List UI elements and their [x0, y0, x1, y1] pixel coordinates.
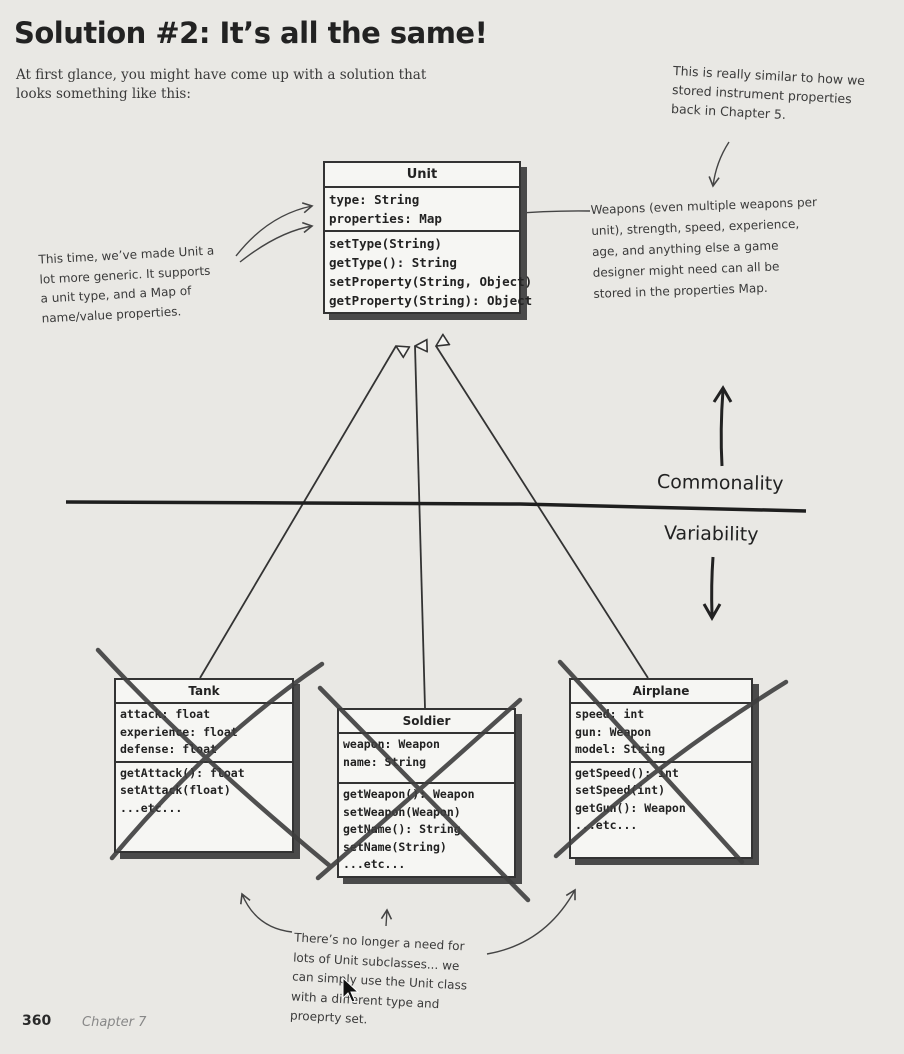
- airplane-method: getSpeed(): int: [575, 765, 679, 780]
- unit-method: setType(String): [329, 236, 442, 251]
- commonality-label: Commonality: [656, 470, 784, 496]
- airplane-method: ...etc...: [575, 818, 638, 832]
- unit-method: getType(): String: [329, 255, 457, 270]
- tank-method: ...etc...: [120, 800, 183, 815]
- tank-method: setAttack(float): [120, 783, 231, 797]
- airplane-class-name: Airplane: [571, 680, 751, 704]
- commonality-divider: [65, 500, 807, 513]
- annotation-arrow-left-1: [235, 202, 314, 257]
- airplane-attributes: speed: int gun: Weapon model: String: [571, 704, 751, 763]
- page-number: 360: [22, 1013, 52, 1029]
- airplane-class-box: Airplane speed: int gun: Weapon model: S…: [569, 678, 753, 859]
- annotation-arrow-bottom-mid: [380, 908, 393, 927]
- variability-arrow: [710, 556, 715, 616]
- unit-methods: setType(String) getType(): String setPro…: [325, 232, 533, 312]
- tank-attribute: defense: float: [120, 742, 217, 756]
- tank-class-box: Tank attack: float experience: float def…: [114, 678, 294, 853]
- soldier-method: setName(String): [343, 839, 447, 854]
- tank-class-name: Tank: [116, 680, 292, 704]
- tank-attribute: attack: float: [120, 707, 211, 721]
- unit-attributes: type: String properties: Map: [325, 188, 519, 232]
- intro-paragraph: At first glance, you might have come up …: [16, 67, 427, 102]
- tank-attributes: attack: float experience: float defense:…: [116, 704, 292, 763]
- airplane-attribute: gun: Weapon: [575, 724, 652, 739]
- unit-class-name: Unit: [325, 163, 519, 188]
- annotation-arrow-top: [708, 141, 730, 188]
- page-title: Solution #2: It’s all the same!: [14, 16, 488, 50]
- inherit-line-airplane: [436, 346, 649, 679]
- soldier-attributes: weapon: Weapon name: String: [339, 734, 514, 784]
- soldier-attribute: weapon: Weapon: [343, 737, 440, 751]
- inherit-line-tank: [199, 346, 396, 679]
- soldier-method: ...etc...: [343, 857, 406, 871]
- commonality-arrow: [719, 389, 725, 467]
- unit-method: getProperty(String): Object: [329, 293, 533, 308]
- soldier-class-name: Soldier: [339, 710, 514, 734]
- inherit-line-soldier: [415, 346, 425, 709]
- annotation-arrow-bottom-left: [240, 892, 293, 933]
- airplane-method: setSpeed(int): [575, 783, 666, 797]
- unit-attribute: properties: Map: [329, 211, 442, 226]
- unit-method: setProperty(String, Object): [329, 274, 533, 289]
- chapter-label: Chapter 7: [82, 1015, 147, 1030]
- tank-attribute: experience: float: [120, 724, 238, 739]
- soldier-attribute: name: String: [343, 754, 427, 769]
- soldier-method: getName(): String: [343, 822, 461, 836]
- soldier-method: getWeapon(): Weapon: [343, 787, 475, 801]
- annotation-arrow-bottom-right: [486, 888, 576, 955]
- unit-class-box: Unit type: String properties: Map setTyp…: [323, 161, 533, 314]
- annotation-arrow-left-2: [239, 221, 314, 263]
- airplane-method: getGun(): Weapon: [575, 800, 686, 815]
- unit-attribute: type: String: [329, 192, 420, 207]
- variability-label: Variability: [663, 522, 759, 546]
- airplane-attribute: speed: int: [575, 707, 645, 721]
- soldier-method: setWeapon(Weapon): [343, 804, 461, 819]
- soldier-methods: getWeapon(): Weapon setWeapon(Weapon) ge…: [339, 784, 514, 876]
- airplane-attribute: model: String: [575, 742, 666, 756]
- soldier-class-box: Soldier weapon: Weapon name: String getW…: [337, 708, 516, 878]
- tank-methods: getAttack(): float setAttack(float) ...e…: [116, 763, 292, 851]
- airplane-methods: getSpeed(): int setSpeed(int) getGun(): …: [571, 763, 751, 857]
- tank-method: getAttack(): float: [120, 765, 245, 780]
